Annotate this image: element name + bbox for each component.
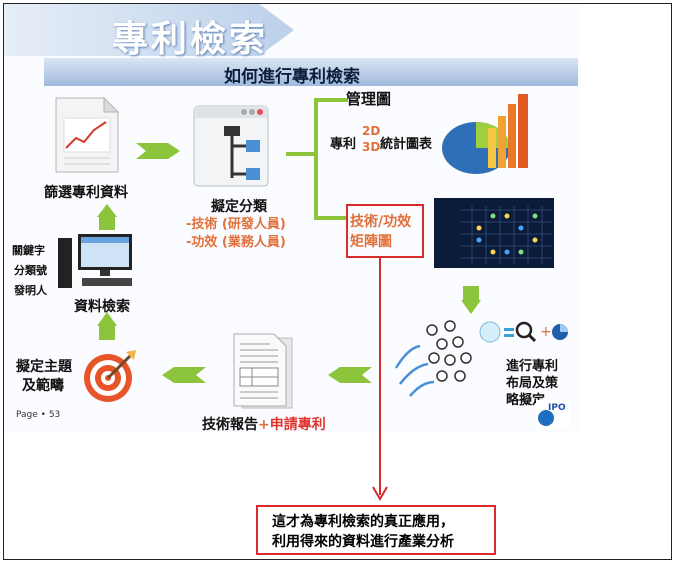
note-line-2: 利用得來的資料進行產業分析	[272, 534, 454, 550]
strategy-line-2: 布局及策	[506, 376, 559, 391]
arrow-down-icon	[461, 286, 481, 314]
matrix-label-line2: 矩陣圖	[350, 234, 392, 250]
branch-bracket	[286, 98, 348, 220]
classification-window-icon	[193, 105, 269, 187]
slide-subtitle: 如何進行專利檢索	[224, 67, 360, 87]
strategy-line-1: 進行專利	[506, 359, 559, 374]
define-scope-label: 及範疇	[22, 378, 64, 394]
mgmt-chart-label: 管理圖	[346, 90, 392, 108]
report-label-apply: 申請專利	[269, 417, 326, 433]
stats-prefix-label: 專利	[330, 137, 357, 152]
strategy-line-3: 略擬定	[506, 393, 546, 408]
page-number: Page • 53	[16, 410, 61, 420]
step-search-label: 資料檢索	[74, 299, 130, 315]
classify-tech-label: -技術 (研發人員)	[186, 217, 286, 232]
stats-suffix-label: 統計圖表	[380, 137, 433, 152]
outer-frame	[3, 3, 672, 560]
ipo-logo-icon: IPO	[536, 400, 570, 430]
report-plus: +	[258, 417, 270, 433]
stats-2d-label: 2D	[362, 124, 381, 138]
svg-text:IPO: IPO	[548, 403, 566, 413]
report-label: 技術報告+申請專利	[202, 414, 326, 434]
analysis-cluster-icon: +	[394, 320, 568, 397]
arrow-right-icon	[136, 143, 180, 159]
note-line-1: 這才為專利檢索的真正應用，	[272, 514, 454, 530]
red-connector-arrow	[372, 257, 388, 501]
computer-icon	[58, 234, 132, 288]
strategy-label: 進行專利 布局及策 略擬定	[506, 358, 558, 409]
step-screen-label: 篩選專利資料	[44, 185, 128, 201]
slide-title: 專利檢索	[112, 19, 269, 60]
report-document-icon	[55, 96, 120, 173]
subtitle-bar	[44, 58, 578, 86]
classification-no-label: 分類號	[14, 264, 47, 277]
arrow-up-icon	[97, 312, 117, 340]
report-label-tech: 技術報告	[202, 417, 258, 433]
matrix-chart-icon	[434, 198, 554, 268]
define-topic-label: 擬定主題	[16, 359, 72, 375]
matrix-label-line1: 技術/功效	[350, 214, 412, 230]
target-icon	[84, 350, 136, 402]
report-pages-icon	[233, 333, 293, 409]
matrix-highlight-box	[346, 204, 424, 258]
svg-text:+: +	[540, 324, 552, 340]
conclusion-note-box: 這才為專利檢索的真正應用， 利用得來的資料進行產業分析	[256, 505, 496, 555]
stats-3d-label: 3D	[362, 140, 381, 154]
title-banner	[4, 4, 294, 56]
classify-effect-label: -功效 (業務人員)	[186, 235, 286, 250]
step-classify-label: 擬定分類	[211, 199, 267, 215]
arrow-left-icon-2	[162, 367, 206, 383]
inventor-label: 發明人	[14, 284, 47, 297]
stats-chart-icon	[442, 94, 528, 174]
keyword-label: 關鍵字	[12, 244, 45, 257]
arrow-left-icon	[328, 367, 372, 383]
arrow-up-icon-2	[97, 204, 117, 230]
